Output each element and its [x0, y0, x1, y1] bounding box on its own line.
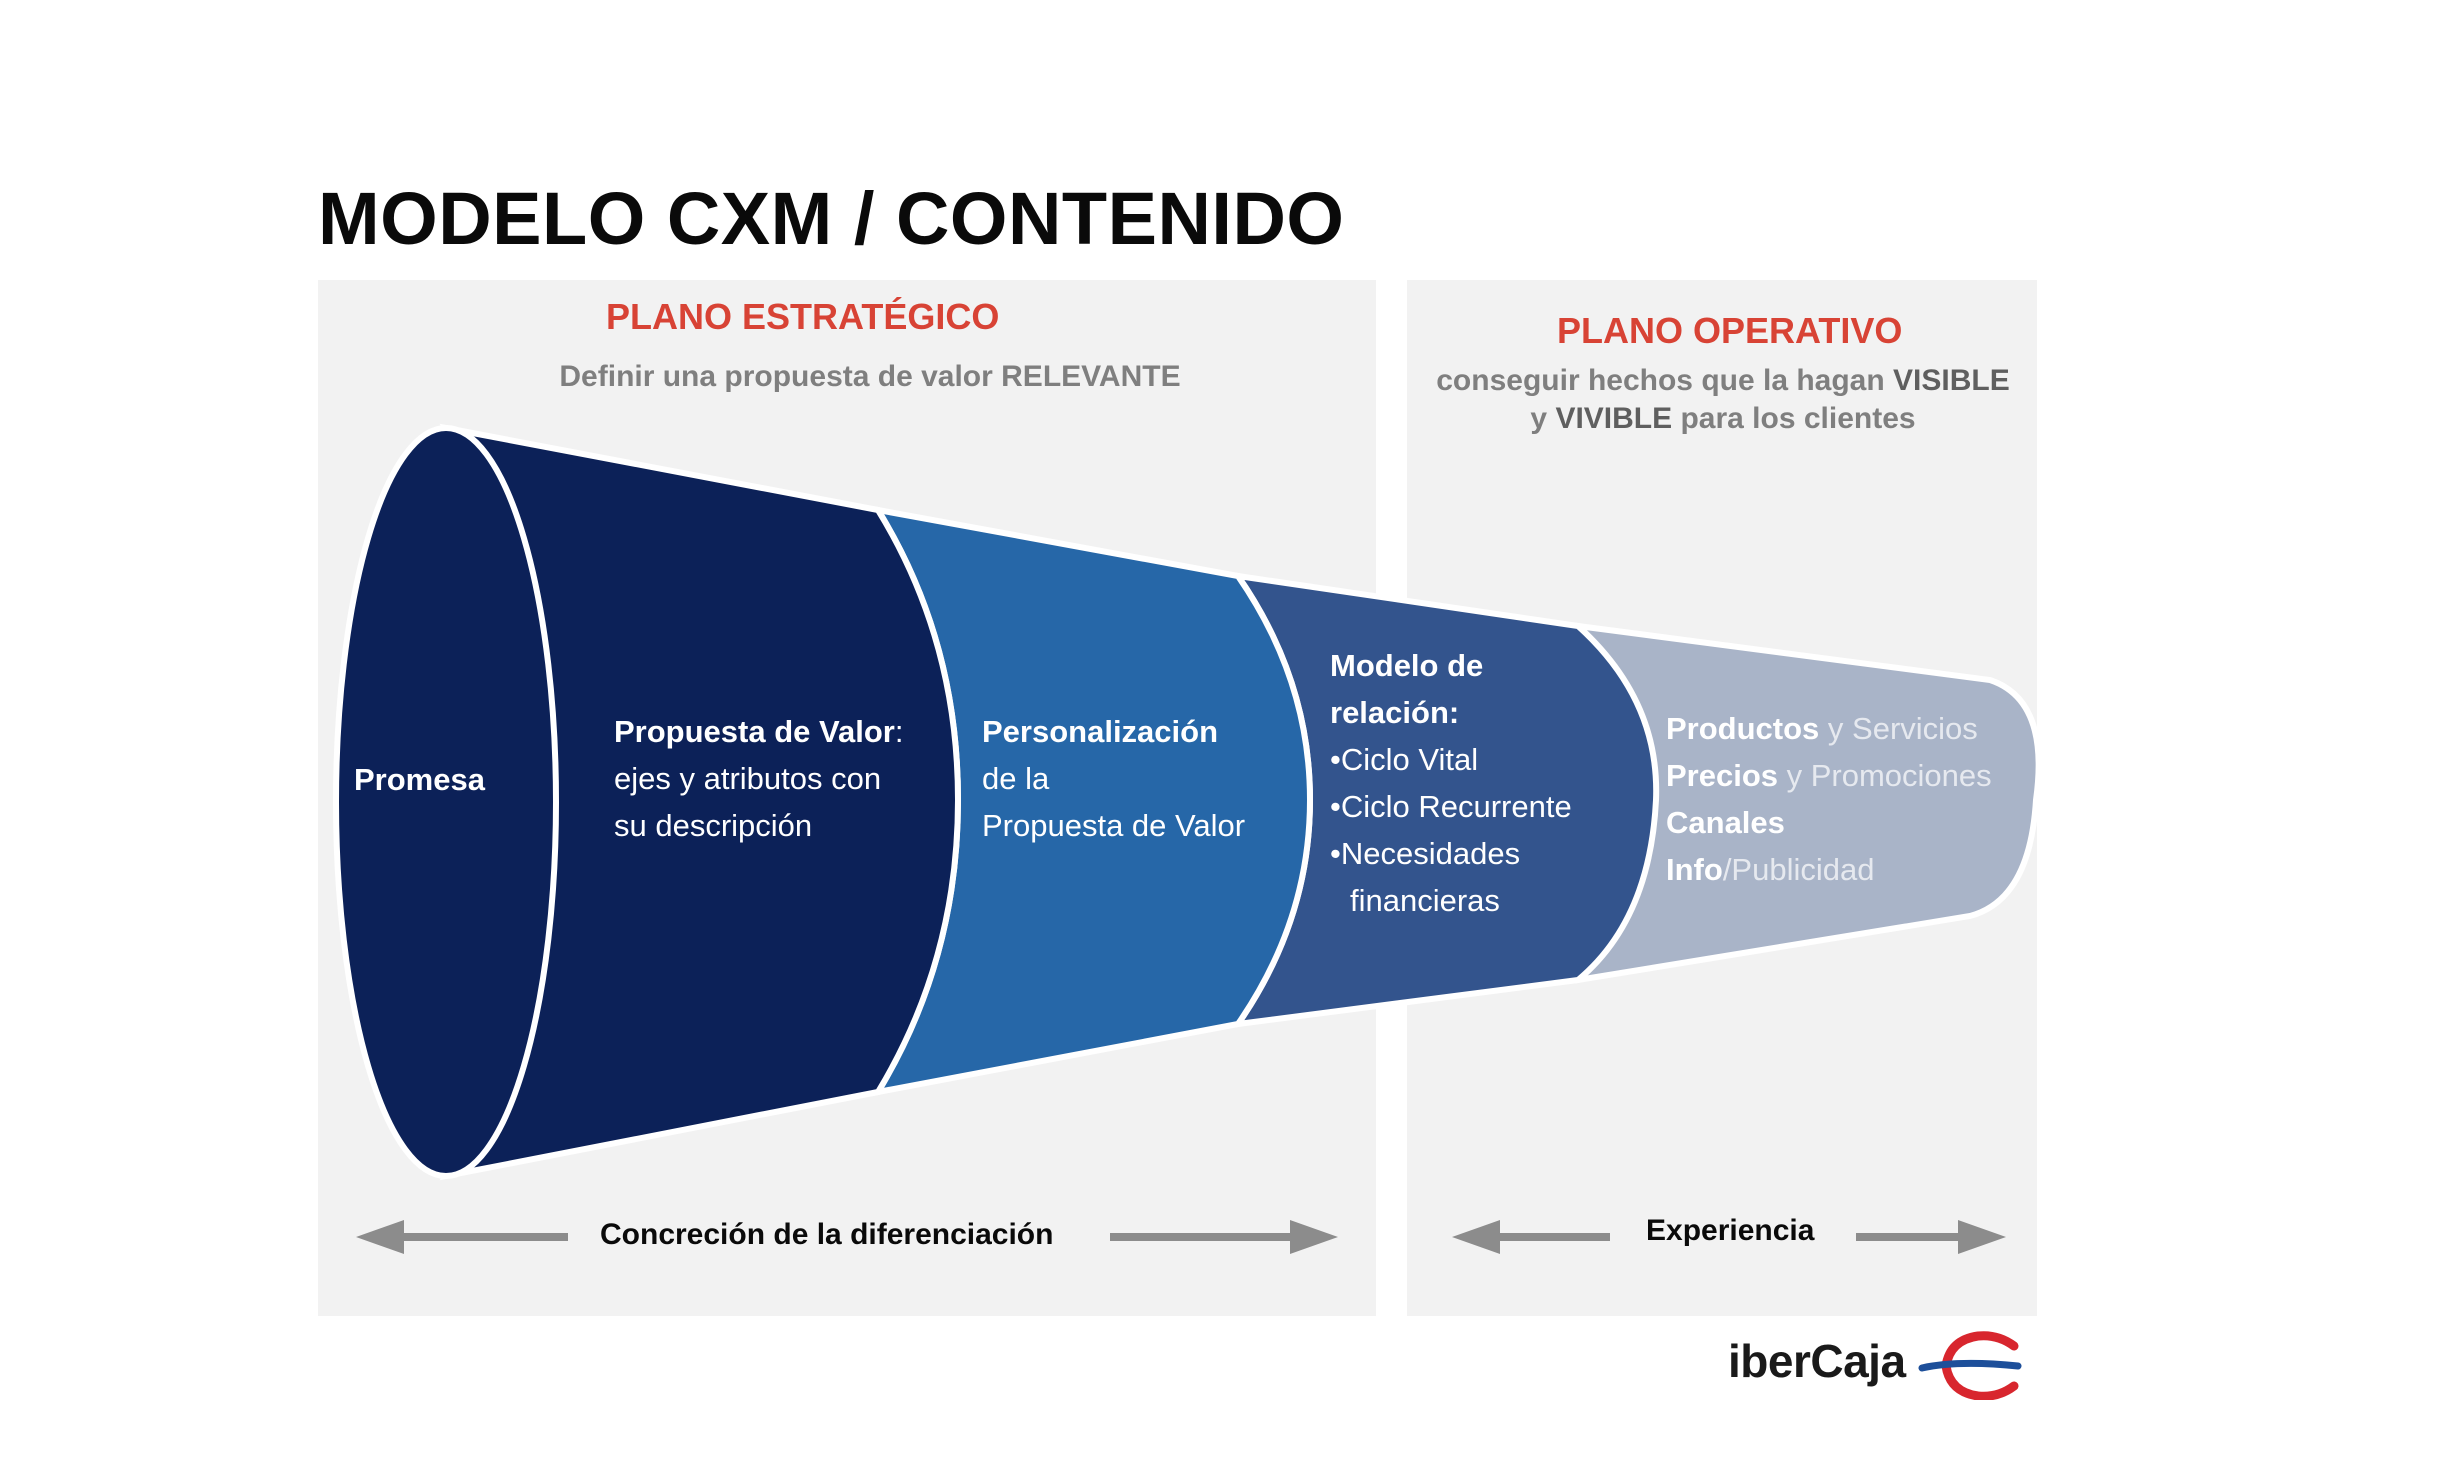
modelo-item: •Ciclo Recurrente [1330, 789, 1572, 824]
strategic-axis-label: Concreción de la diferenciación [600, 1218, 1054, 1251]
left-arrow-icon [1452, 1220, 1610, 1254]
operative-plane-title: PLANO OPERATIVO [1557, 310, 1903, 351]
modelo-item: •Necesidades [1330, 836, 1521, 871]
segment-productos-label: Productos y Servicios Precios y Promocio… [1666, 711, 1992, 887]
strategic-plane-title: PLANO ESTRATÉGICO [606, 296, 1000, 337]
modelo-item: financieras [1350, 883, 1500, 918]
segment-propuesta-label: Propuesta de Valor: ejes y atributos con… [614, 714, 904, 843]
right-arrow-icon [1856, 1220, 2006, 1254]
left-arrow-icon [356, 1220, 568, 1254]
page-title: MODELO CXM / CONTENIDO [318, 177, 1345, 260]
segment-productos-shape [1575, 622, 2042, 984]
segment-personalizacion-label: Personalización de la Propuesta de Valor [982, 714, 1246, 843]
segment-promesa-shape [333, 425, 559, 1179]
operative-axis-label: Experiencia [1646, 1214, 1815, 1247]
strategic-plane-subtitle: Definir una propuesta de valor RELEVANTE [559, 360, 1181, 393]
ibercaja-logo-icon [1918, 1331, 2022, 1400]
right-arrow-icon [1110, 1220, 1338, 1254]
segment-promesa-label: Promesa [354, 762, 485, 797]
operative-plane-subtitle: conseguir hechos que la hagan VISIBLE y … [1436, 364, 2010, 435]
segment-modelo-label: Modelo de relación: •Ciclo Vital •Ciclo … [1330, 648, 1572, 918]
modelo-item: •Ciclo Vital [1330, 742, 1479, 777]
